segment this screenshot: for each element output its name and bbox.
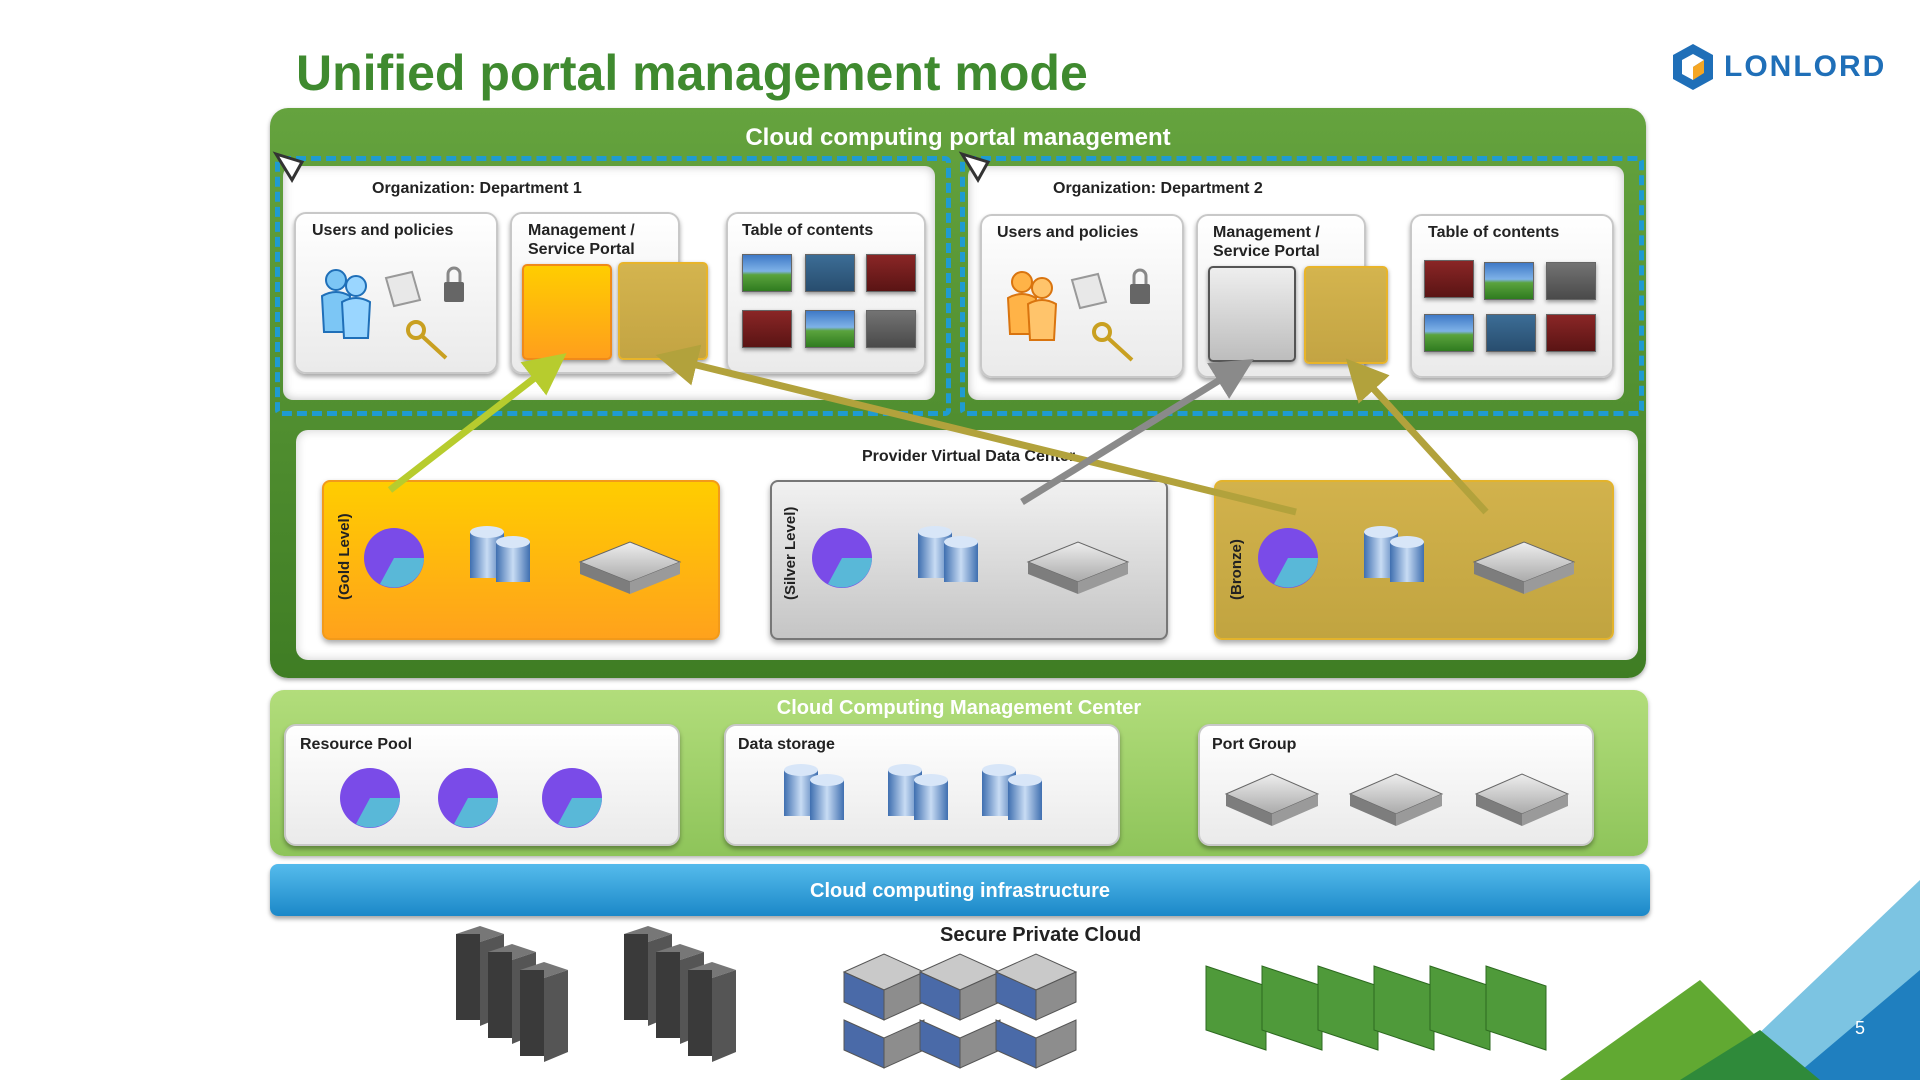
network-cards-icon	[1205, 965, 1547, 1051]
users-keys-icon	[1006, 268, 1150, 362]
users-policies-label-2: Users and policies	[997, 224, 1139, 241]
silver-portal-square[interactable]	[1208, 266, 1296, 362]
arrow-bronze-to-dept1	[655, 344, 1297, 516]
infrastructure-bar	[270, 864, 1650, 916]
portal-management-title: Cloud computing portal management	[745, 124, 1171, 151]
thumbnail-item[interactable]	[742, 310, 792, 348]
arrow-silver-to-dept2	[1020, 358, 1254, 505]
pie-chart-icon	[340, 768, 400, 828]
arrow-gold-to-dept1	[387, 353, 567, 493]
silver-tier-resources	[812, 526, 1130, 594]
database-icon	[784, 764, 844, 820]
secure-private-cloud-label: Secure Private Cloud	[940, 924, 1142, 946]
logo-text: LONLORD	[1724, 50, 1887, 83]
users-keys-icon	[320, 266, 464, 360]
arrow-bronze-to-dept2	[1345, 358, 1489, 515]
database-icon	[918, 526, 978, 582]
bronze-portal-square[interactable]	[1304, 266, 1388, 364]
rack-servers-icon	[456, 926, 736, 1062]
pie-chart-icon	[542, 768, 602, 828]
department-2-label: Organization: Department 2	[1053, 180, 1263, 197]
shield-icon	[272, 151, 305, 183]
bronze-tier-resources	[1258, 526, 1576, 594]
port-group-label: Port Group	[1212, 736, 1297, 753]
company-logo	[1670, 42, 1900, 94]
thumbnail-item[interactable]	[1546, 314, 1596, 352]
thumbnail-item[interactable]	[1424, 314, 1474, 352]
thumbnail-item[interactable]	[866, 254, 916, 292]
server-icon	[1026, 541, 1130, 594]
thumbnail-item[interactable]	[1484, 262, 1534, 300]
gold-portal-square[interactable]	[522, 264, 612, 360]
database-icon	[470, 526, 530, 582]
database-icon	[982, 764, 1042, 820]
thumbnail-item[interactable]	[805, 254, 855, 292]
thumbnail-item[interactable]	[866, 310, 916, 348]
page-title: Unified portal management mode	[296, 45, 1088, 101]
management-portal-label-2: Management / Service Portal	[1213, 224, 1320, 260]
database-icon	[1364, 526, 1424, 582]
department-2-dashed-border	[960, 156, 1644, 416]
corner-decoration	[1560, 880, 1920, 1080]
server-icon	[1474, 773, 1570, 826]
provider-vdc-label: Provider Virtual Data Center	[862, 448, 1076, 465]
management-center-title: Cloud Computing Management Center	[776, 697, 1142, 719]
logo-hexagon-icon	[1673, 44, 1713, 90]
department-1-label: Organization: Department 1	[372, 180, 582, 197]
port-group-icons	[1224, 773, 1570, 826]
pie-chart-icon	[438, 768, 498, 828]
server-icon	[1224, 773, 1320, 826]
database-icon	[888, 764, 948, 820]
gold-tier-resources	[364, 526, 682, 594]
table-of-contents-label-1: Table of contents	[742, 222, 874, 239]
management-portal-label-1: Management / Service Portal	[528, 222, 635, 258]
server-icon	[1348, 773, 1444, 826]
storage-array-icon	[842, 953, 1078, 1069]
pie-chart-icon	[812, 528, 872, 588]
page-number: 5	[1855, 1018, 1866, 1038]
thumbnail-item[interactable]	[1424, 260, 1474, 298]
users-policies-label-1: Users and policies	[312, 222, 454, 239]
server-icon	[1472, 541, 1576, 594]
infrastructure-title: Cloud computing infrastructure	[810, 880, 1110, 902]
shield-icon	[958, 151, 991, 183]
server-icon	[578, 541, 682, 594]
table-of-contents-label-2: Table of contents	[1428, 224, 1560, 241]
thumbnail-item[interactable]	[1546, 262, 1596, 300]
thumbnail-item[interactable]	[742, 254, 792, 292]
data-storage-icons	[784, 764, 1042, 820]
resource-pool-label: Resource Pool	[300, 736, 413, 753]
pie-chart-icon	[364, 528, 424, 588]
department-1-dashed-border	[275, 156, 951, 416]
data-storage-label: Data storage	[738, 736, 835, 753]
thumbnail-item[interactable]	[1486, 314, 1536, 352]
pie-chart-icon	[1258, 528, 1318, 588]
thumbnail-item[interactable]	[805, 310, 855, 348]
resource-pool-icons	[340, 768, 602, 828]
